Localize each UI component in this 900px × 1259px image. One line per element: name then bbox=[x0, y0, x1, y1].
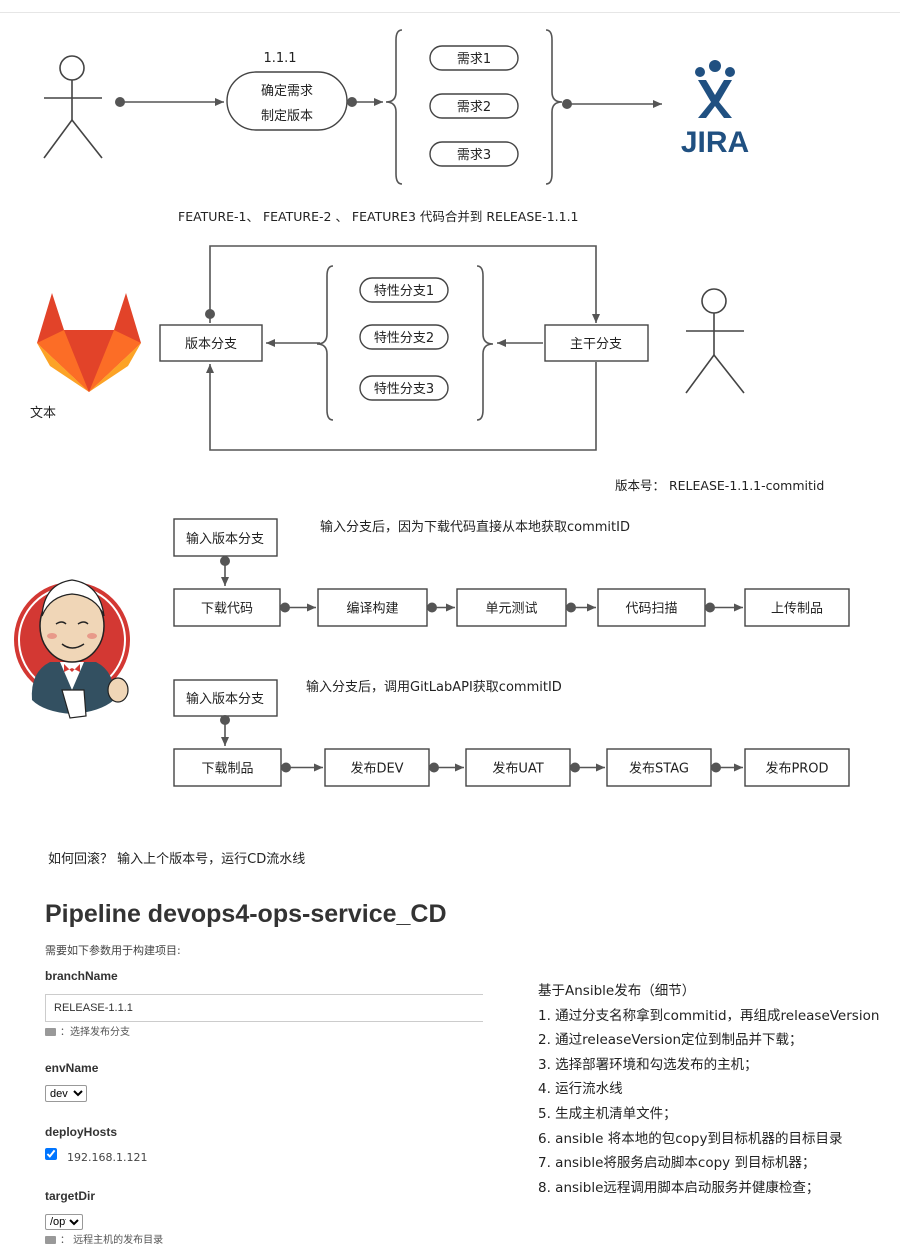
stick-figure-pm bbox=[43, 55, 103, 159]
branch-name-label: branchName bbox=[45, 969, 118, 983]
feature-branch-label: 特性分支3 bbox=[374, 382, 434, 397]
cd-input-label: 输入版本分支 bbox=[186, 691, 264, 707]
env-name-select[interactable]: dev bbox=[45, 1085, 87, 1102]
pipeline-step-box bbox=[744, 588, 850, 627]
target-dir-label: targetDir bbox=[45, 1189, 96, 1203]
target-dir-select[interactable]: /opt bbox=[45, 1214, 83, 1230]
version-number-note: 版本号： RELEASE-1.1.1-commitid bbox=[615, 478, 824, 493]
help-icon bbox=[45, 1236, 56, 1244]
ansible-notes: 基于Ansible发布（细节） 1. 通过分支名称拿到commitid，再组成r… bbox=[538, 979, 898, 1200]
requirement-label: 需求3 bbox=[457, 148, 491, 163]
feature-branch-box bbox=[359, 277, 449, 303]
env-name-label: envName bbox=[45, 1061, 99, 1075]
ansible-note-item: 2. 通过releaseVersion定位到制品并下载； bbox=[538, 1032, 803, 1049]
feature-branch-label: 特性分支1 bbox=[374, 284, 434, 299]
pipeline-step-label: 发布DEV bbox=[350, 761, 403, 777]
target-dir-hint-text: ： 远程主机的发布目录 bbox=[60, 1235, 164, 1246]
pipeline-step-label: 发布STAG bbox=[629, 761, 689, 777]
devops-flow-diagram: 1.1.1 确定需求 制定版本 需求1 需求2 需求3 JIRA FEATURE… bbox=[14, 29, 850, 787]
top-loop-line bbox=[209, 245, 600, 323]
feature-branch-label: 特性分支2 bbox=[374, 331, 434, 346]
host-checkbox[interactable] bbox=[45, 1148, 57, 1160]
gitlab-logo bbox=[37, 293, 141, 392]
ansible-note-item: 7. ansible将服务启动脚本copy 到目标机器； bbox=[538, 1155, 816, 1172]
pipeline-step-box bbox=[317, 588, 428, 627]
ci-input-label: 输入版本分支 bbox=[186, 531, 264, 547]
pipeline-step-label: 发布PROD bbox=[765, 761, 828, 777]
ci-input-box bbox=[173, 518, 278, 557]
confirm-line1: 确定需求 bbox=[261, 84, 313, 99]
merge-note: FEATURE-1、 FEATURE-2 、 FEATURE3 代码合并到 RE… bbox=[178, 209, 579, 224]
main-branch-box bbox=[544, 324, 649, 362]
help-icon bbox=[45, 1028, 56, 1036]
confirm-line2: 制定版本 bbox=[261, 109, 313, 124]
connector-dot bbox=[205, 309, 215, 319]
feature-branch-box bbox=[359, 375, 449, 401]
right-brace-features bbox=[476, 265, 494, 421]
pipeline-step-label: 下载代码 bbox=[201, 602, 253, 617]
requirement-box bbox=[429, 93, 519, 119]
left-brace-requirements bbox=[385, 29, 403, 185]
pipeline-step-label: 上传制品 bbox=[771, 602, 823, 617]
release-branch-box bbox=[159, 324, 263, 362]
gitlab-caption: 文本 bbox=[30, 406, 56, 421]
deploy-hosts-label: deployHosts bbox=[45, 1125, 118, 1139]
pipeline-step-box bbox=[465, 748, 571, 787]
requirement-label: 需求2 bbox=[457, 100, 491, 115]
pipeline-subtitle: 需要如下参数用于构建项目: bbox=[45, 944, 181, 957]
release-branch-label: 版本分支 bbox=[185, 337, 237, 352]
jira-logo: JIRA bbox=[681, 60, 749, 159]
pipeline-step-box bbox=[173, 748, 282, 787]
rollback-note: 如何回滚？ 输入上个版本号，运行CD流水线 bbox=[48, 852, 306, 867]
feature-branch-box bbox=[359, 324, 449, 350]
target-dir-hint: ： 远程主机的发布目录 bbox=[45, 1231, 163, 1246]
pipeline-step-label: 下载制品 bbox=[201, 762, 253, 777]
ansible-note-item: 3. 选择部署环境和勾选发布的主机； bbox=[538, 1056, 758, 1073]
right-brace-requirements bbox=[545, 29, 563, 185]
ci-pipeline-steps: 下载代码 编译构建 单元测试 代码扫描 上传制品 bbox=[173, 588, 850, 627]
requirement-label: 需求1 bbox=[457, 52, 491, 67]
ansible-note-item: 8. ansible远程调用脚本启动服务并健康检查； bbox=[538, 1179, 820, 1196]
requirement-list: 需求1 需求2 需求3 bbox=[429, 45, 519, 167]
bottom-loop-line bbox=[206, 362, 597, 451]
branch-name-input[interactable] bbox=[45, 994, 483, 1022]
requirement-box bbox=[429, 45, 519, 71]
pipeline-step-label: 代码扫描 bbox=[625, 602, 677, 617]
pipeline-step-label: 单元测试 bbox=[485, 602, 537, 617]
pipeline-title: Pipeline devops4-ops-service_CD bbox=[45, 900, 447, 928]
ansible-notes-title: 基于Ansible发布（细节） bbox=[538, 983, 696, 999]
left-brace-features bbox=[316, 265, 334, 421]
ci-note: 输入分支后，因为下载代码直接从本地获取commitID bbox=[320, 519, 630, 535]
jira-wordmark: JIRA bbox=[681, 126, 749, 159]
cd-note: 输入分支后，调用GitLabAPI获取commitID bbox=[306, 679, 562, 695]
pipeline-step-box bbox=[173, 588, 281, 627]
top-divider bbox=[0, 12, 900, 13]
requirement-box bbox=[429, 141, 519, 167]
branch-hint: ：选择发布分支 bbox=[45, 1023, 130, 1038]
pipeline-step-label: 发布UAT bbox=[492, 761, 543, 777]
ansible-note-item: 1. 通过分支名称拿到commitid，再组成releaseVersion bbox=[538, 1007, 880, 1024]
pipeline-step-box bbox=[606, 748, 712, 787]
ansible-note-item: 5. 生成主机清单文件； bbox=[538, 1105, 677, 1122]
cd-pipeline-steps: 下载制品 发布DEV 发布UAT 发布STAG 发布PROD bbox=[173, 748, 850, 787]
pipeline-step-label: 编译构建 bbox=[346, 602, 398, 617]
main-branch-label: 主干分支 bbox=[570, 337, 622, 352]
pipeline-step-box bbox=[456, 588, 567, 627]
stick-figure-dev bbox=[685, 288, 745, 394]
jenkins-logo bbox=[14, 579, 130, 719]
ansible-note-item: 4. 运行流水线 bbox=[538, 1081, 623, 1098]
confirm-requirements-node bbox=[226, 71, 348, 131]
pipeline-step-box bbox=[744, 748, 850, 787]
host-label: 192.168.1.121 bbox=[67, 1151, 148, 1164]
ansible-note-item: 6. ansible 将本地的包copy到目标机器的目标目录 bbox=[538, 1130, 843, 1147]
feature-branch-list: 特性分支1 特性分支2 特性分支3 bbox=[359, 277, 449, 401]
branch-hint-text: ：选择发布分支 bbox=[60, 1027, 130, 1038]
version-label: 1.1.1 bbox=[263, 51, 296, 66]
